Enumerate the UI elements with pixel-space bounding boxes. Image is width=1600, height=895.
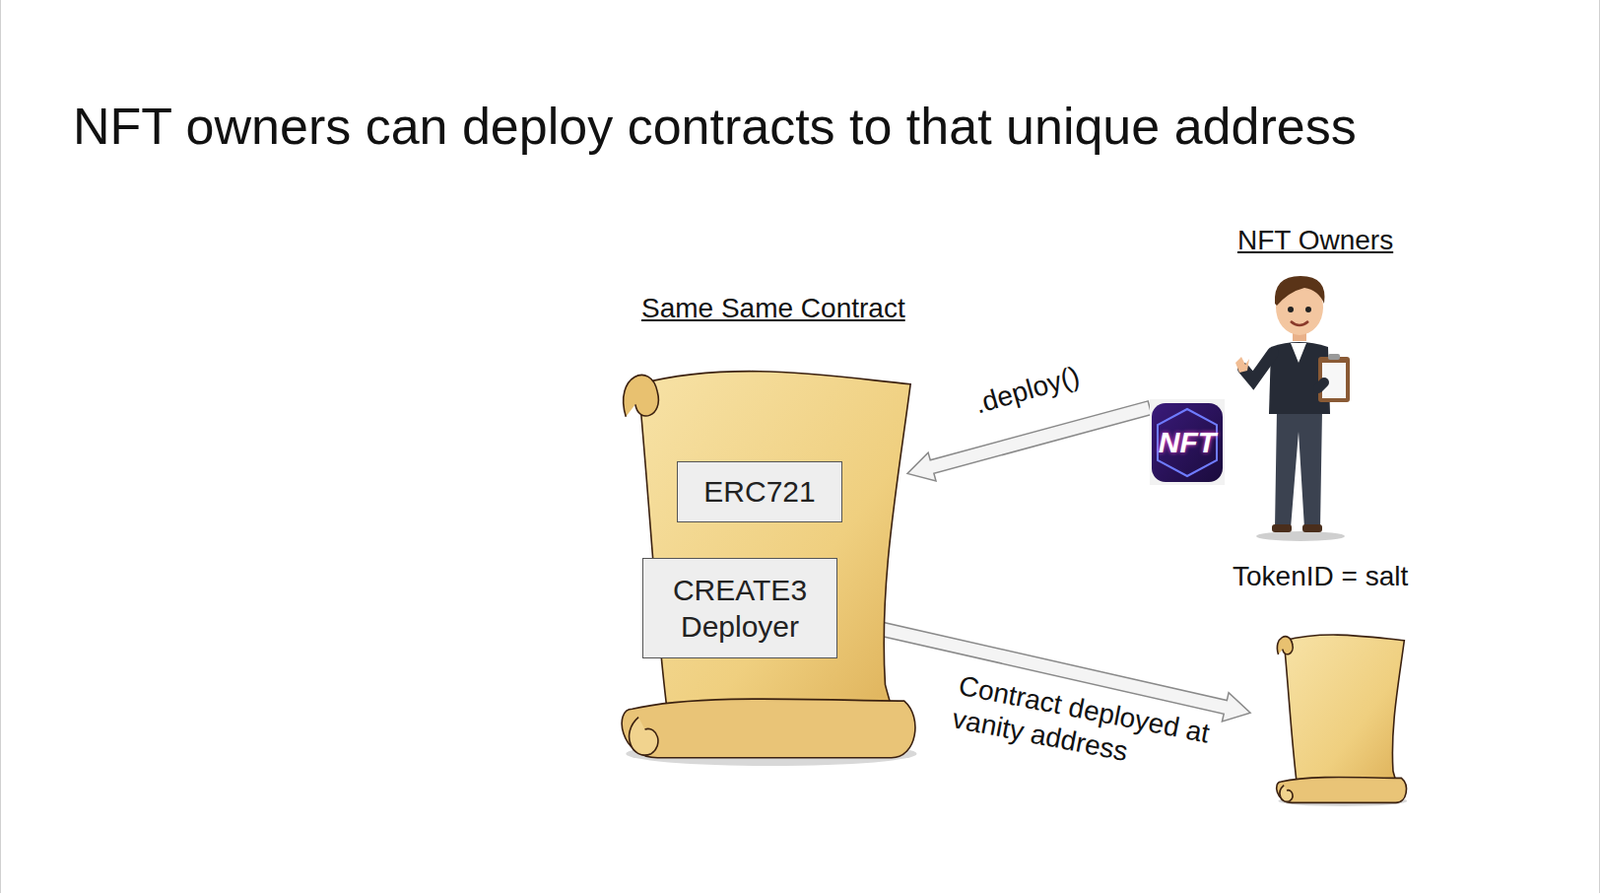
contract-scroll [1269, 629, 1410, 806]
edge-label: Contract deployed at vanity address [949, 668, 1214, 784]
contract-module-box: CREATE3 Deployer [642, 557, 838, 659]
salt-note: TokenID = salt [1232, 560, 1408, 593]
nft-icon: NFT [1149, 399, 1225, 485]
scroll-heading: Same Same Contract [641, 292, 906, 325]
module-label: CREATE3 Deployer [653, 571, 827, 646]
slide-title: NFT owners can deploy contracts to that … [72, 96, 1357, 156]
module-label: ERC721 [703, 472, 815, 511]
contract-scroll: Same Same ContractERC721CREATE3 Deployer [606, 359, 924, 766]
actor-heading: NFT Owners [1237, 224, 1394, 257]
scroll-outline [1269, 629, 1410, 806]
edge-label: .deploy() [970, 359, 1083, 421]
hollow-arrow [907, 400, 1152, 481]
contract-module-box: ERC721 [676, 461, 843, 523]
nft-logo-text: NFT [1158, 425, 1216, 460]
